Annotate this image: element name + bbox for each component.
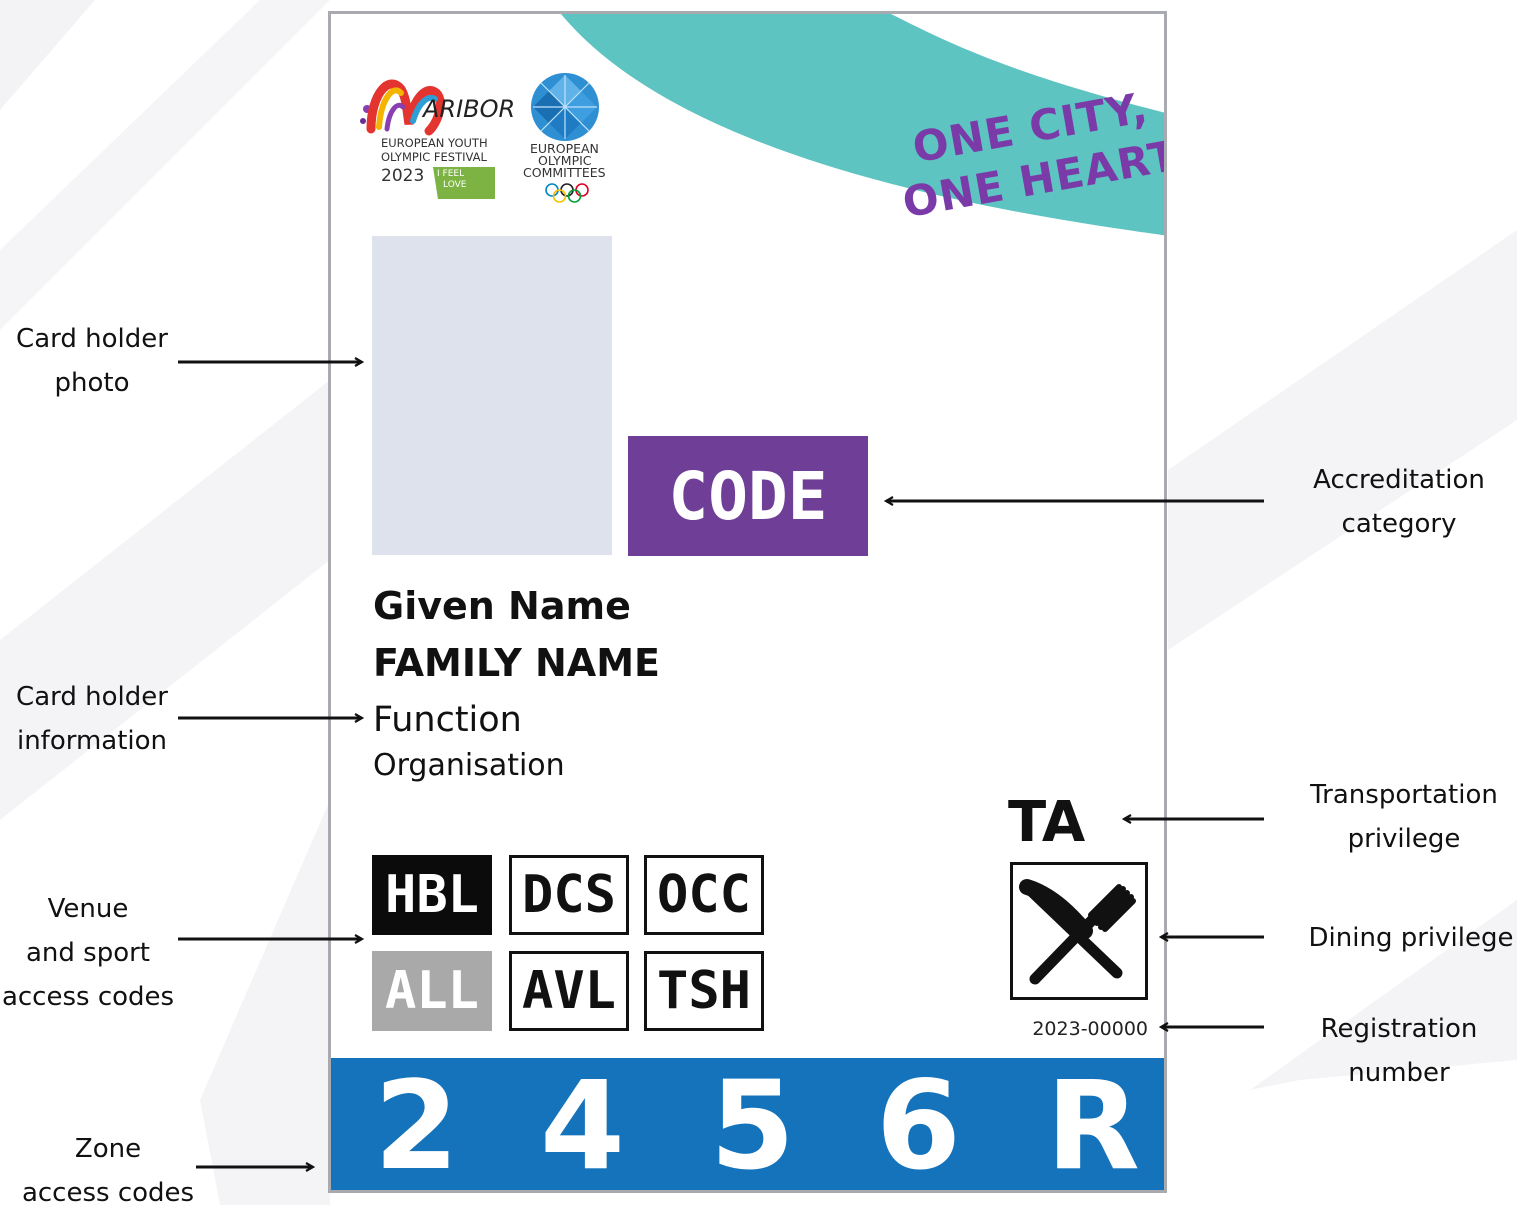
zone-access-bar	[331, 1058, 1164, 1190]
label-line: Accreditation	[1313, 465, 1485, 495]
transport-code: TA	[1008, 790, 1086, 855]
label-dining-privilege: Dining privilege	[1308, 916, 1514, 960]
label-line: Transportation	[1310, 780, 1498, 810]
venue-code-box: AVL	[509, 951, 629, 1031]
dining-privilege-box	[1010, 862, 1148, 1000]
eoc-line1: EUROPEAN	[530, 141, 599, 156]
label-accreditation-category: Accreditation category	[1300, 458, 1498, 546]
label-line: access codes	[1, 982, 175, 1012]
zone-code: R	[1046, 1055, 1140, 1197]
label-line: number	[1348, 1058, 1450, 1088]
label-line: privilege	[1347, 824, 1461, 854]
venue-code-box: ALL	[372, 951, 492, 1031]
maribor-eyof-logo	[360, 79, 445, 136]
venue-code-box: TSH	[644, 951, 764, 1031]
olympic-rings-icon	[545, 183, 589, 203]
maribor-line2: OLYMPIC FESTIVAL	[381, 150, 487, 164]
label-card-holder-information: Card holder information	[8, 675, 176, 763]
eoc-emblem-icon	[531, 73, 599, 141]
label-line: Registration	[1320, 1014, 1478, 1044]
maribor-year: 2023	[381, 166, 425, 186]
label-line: category	[1341, 509, 1457, 539]
zone-code: 6	[876, 1055, 961, 1197]
family-name: FAMILY NAME	[373, 641, 660, 685]
label-line: Dining privilege	[1308, 923, 1514, 953]
function: Function	[373, 700, 522, 740]
label-line: photo	[54, 368, 130, 398]
label-zone-access-codes: Zone access codes	[20, 1127, 196, 1215]
label-card-holder-photo: Card holder photo	[8, 317, 176, 405]
venue-code-box: DCS	[509, 855, 629, 935]
teal-swoosh	[561, 14, 1164, 236]
fork-knife-icon	[1019, 879, 1136, 985]
registration-number: 2023-00000	[1032, 1018, 1148, 1040]
label-registration-number: Registration number	[1300, 1007, 1498, 1095]
label-venue-sport-codes: Venue and sport access codes	[0, 887, 176, 1019]
accreditation-category-code: CODE	[628, 436, 868, 556]
card-holder-photo	[372, 236, 612, 555]
love-label: LOVE	[443, 180, 467, 190]
zone-code: 4	[540, 1055, 625, 1197]
zone-code: 5	[710, 1055, 795, 1197]
i-feel-label: I FEEL	[437, 169, 465, 179]
label-line: access codes	[21, 1178, 195, 1208]
label-transportation-privilege: Transportation privilege	[1300, 773, 1508, 861]
given-name: Given Name	[373, 584, 631, 628]
venue-code-box: OCC	[644, 855, 764, 935]
maribor-word: ARIBOR	[423, 95, 516, 123]
eoc-line3: COMMITTEES	[523, 165, 606, 180]
organisation: Organisation	[373, 748, 565, 783]
label-line: Zone	[74, 1134, 142, 1164]
label-line: information	[16, 726, 168, 756]
i-feel-love-badge: I FEEL LOVE	[433, 167, 495, 199]
label-line: Card holder	[16, 682, 168, 712]
zone-code: 2	[374, 1055, 459, 1197]
label-line: Card holder	[16, 324, 168, 354]
label-line: and sport	[25, 938, 151, 968]
label-line: Venue	[47, 894, 129, 924]
eoc-line2: OLYMPIC	[538, 153, 592, 168]
maribor-line1: EUROPEAN YOUTH	[381, 136, 488, 150]
venue-code-box: HBL	[372, 855, 492, 935]
